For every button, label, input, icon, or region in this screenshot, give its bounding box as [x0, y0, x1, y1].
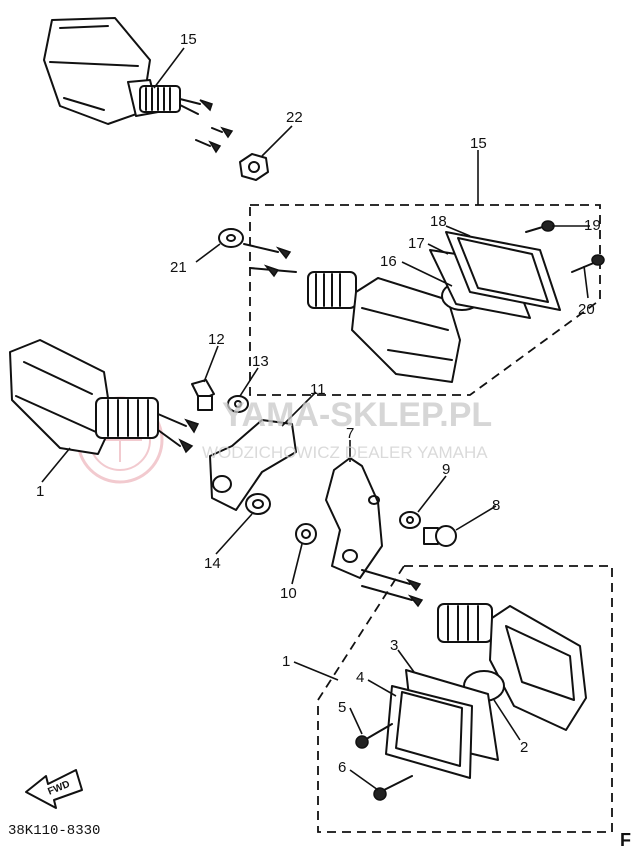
callout-18: 18: [430, 213, 447, 230]
watermark-brand: YAMA-SKLEP.PL: [222, 396, 492, 434]
callout-2: 2: [520, 739, 528, 756]
callout-8: 8: [492, 497, 500, 514]
part-code: 38K110-8330: [8, 823, 100, 839]
collar-14: [245, 493, 271, 515]
assembly-box-15: [249, 204, 601, 396]
callout-11: 11: [310, 381, 326, 398]
callout-9: 9: [442, 461, 450, 478]
washer-9: [399, 511, 421, 529]
callout-1-box: 1: [282, 653, 290, 670]
callout-6: 6: [338, 759, 346, 776]
callout-21: 21: [170, 259, 187, 276]
callout-10: 10: [280, 585, 297, 602]
callout-5: 5: [338, 699, 346, 716]
turn-signal-rear-right: [218, 220, 605, 383]
callout-22: 22: [286, 109, 303, 126]
watermark-subtitle: WODZICHOWICZ DEALER YAMAHA: [202, 443, 488, 462]
leader-lines: [41, 47, 590, 791]
collar-10: [295, 523, 317, 545]
corner-mark: F: [620, 830, 631, 850]
bracket-7: [325, 457, 383, 579]
flange-nut-22: [239, 153, 269, 181]
callout-17: 17: [408, 235, 425, 252]
callouts: 15 22 15 18 19 17 16 20 21 12 13 11 7 1 …: [36, 31, 601, 776]
callout-13: 13: [252, 353, 269, 370]
callout-15-top: 15: [180, 31, 197, 48]
bolt-12: [191, 379, 215, 411]
washer-13: [227, 395, 249, 413]
callout-14: 14: [204, 555, 221, 572]
bracket-11: [209, 419, 297, 511]
callout-7: 7: [346, 425, 354, 442]
callout-4: 4: [356, 669, 364, 686]
bolt-8: [423, 525, 457, 547]
turn-signal-front-left: [9, 339, 200, 455]
assembly-box-1: [317, 565, 613, 833]
callout-19: 19: [584, 217, 601, 234]
callout-1-left: 1: [36, 483, 44, 500]
fwd-arrow-icon: FWD: [25, 769, 83, 809]
turn-signal-front-right: [355, 569, 587, 801]
callout-16: 16: [380, 253, 397, 270]
turn-signal-rear-left: [43, 17, 234, 154]
callout-20: 20: [578, 301, 595, 318]
callout-15-box: 15: [470, 135, 487, 152]
callout-3: 3: [390, 637, 398, 654]
callout-12: 12: [208, 331, 225, 348]
